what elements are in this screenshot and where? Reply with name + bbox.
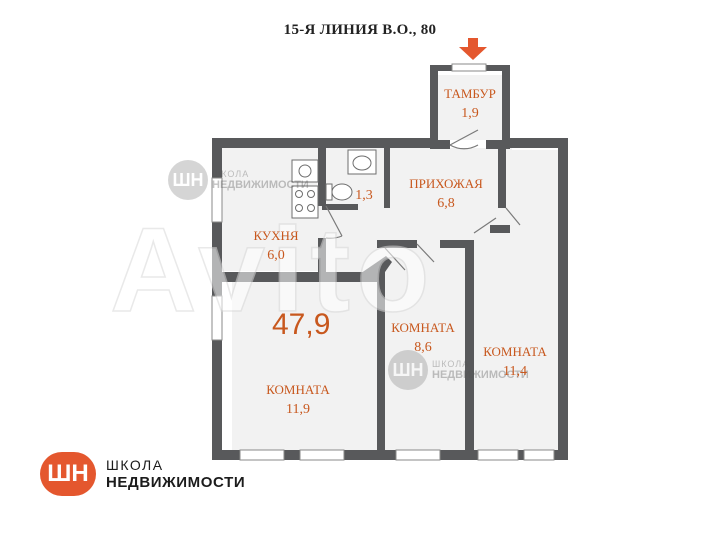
watermark-logo-middle: ШН ШКОЛА НЕДВИЖИМОСТИ [388,350,529,390]
room-label-tambur: ТАМБУР 1,9 [444,84,496,124]
room-area: 11,4 [503,364,527,379]
room-area: 8,6 [414,340,432,355]
room-label-kitchen: КУХНЯ 6,0 [253,226,298,266]
room-area: 6,0 [267,248,285,263]
watermark-line1: ШКОЛА [212,169,250,179]
room-area: 6,8 [437,196,455,211]
bathroom-fixtures [325,149,377,201]
address-title: 15-Я ЛИНИЯ В.О., 80 [283,22,437,38]
kitchen-fixtures [291,159,319,219]
brand-logo-block: ШН ШКОЛА НЕДВИЖИМОСТИ [40,452,245,496]
watermark-logo-icon: ШН [388,350,428,390]
brand-line2: НЕДВИЖИМОСТИ [106,474,246,491]
watermark-logo-top: ШН ШКОЛА НЕДВИЖИМОСТИ [168,160,309,200]
room-label-hall: ПРИХОЖАЯ 6,8 [409,174,483,214]
watermark-line2: НЕДВИЖИМОСТИ [212,179,309,191]
room-area: 11,9 [286,402,310,417]
room-label-room3: КОМНАТА 11,4 [483,342,547,382]
room-name: КОМНАТА [266,382,330,397]
windows [211,63,555,461]
room-name: ПРИХОЖАЯ [409,176,483,191]
room-label-bath: 1,3 [355,186,373,206]
room-name: КУХНЯ [253,228,299,243]
entrance-arrow-icon [459,38,487,60]
room-label-room1: КОМНАТА 11,9 [266,380,330,420]
room-area: 1,9 [461,106,479,121]
watermark-logo-icon: ШН [168,160,208,200]
watermark-line1: ШКОЛА [432,359,470,369]
brand-logo-icon: ШН [40,452,96,496]
avito-watermark: Avito [109,202,436,338]
total-area: 47,9 [272,308,331,341]
room-area: 1,3 [355,188,373,203]
watermark-line2: НЕДВИЖИМОСТИ [432,369,529,381]
room-label-room2: КОМНАТА 8,6 [391,318,455,358]
brand-line1: ШКОЛА [106,457,164,473]
room-name: КОМНАТА [483,344,547,359]
room-name: ТАМБУР [444,86,496,101]
room-name: КОМНАТА [391,320,455,335]
doors [325,129,521,271]
